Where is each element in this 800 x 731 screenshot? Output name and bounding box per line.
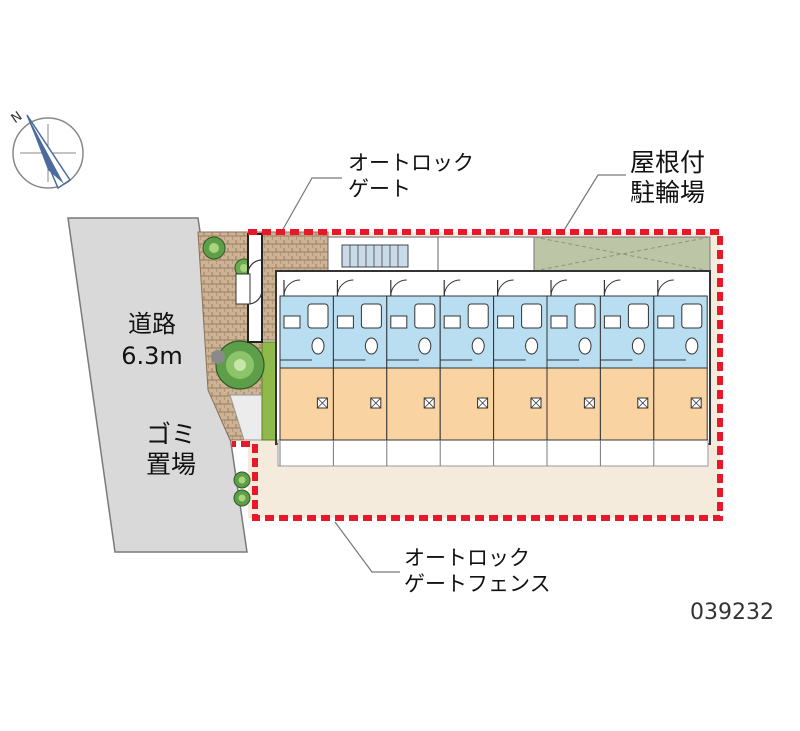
gate-label-line2: ゲート: [348, 177, 411, 201]
bicycle-label-line2: 駐輪場: [630, 178, 706, 207]
bicycle-parking-cross: [533, 236, 711, 272]
bicycle-label-line1: 屋根付: [630, 148, 706, 177]
apartment-unit: [546, 279, 601, 466]
compass-icon: [12, 114, 84, 190]
corridor: [277, 439, 709, 467]
door-icon: [235, 259, 263, 305]
property-id: 039232: [690, 600, 774, 625]
units-group: [279, 279, 708, 466]
apartment-unit: [653, 279, 708, 466]
garbage-label: ゴミ 置場: [146, 420, 196, 480]
mailbox-dividers: [349, 245, 399, 267]
garbage-label-line1: ゴミ: [146, 420, 197, 449]
apartment-unit: [599, 279, 655, 466]
road-label-line2: 6.3m: [121, 342, 183, 370]
road-label-line1: 道路: [128, 310, 176, 338]
compass-north-label: N: [9, 109, 26, 127]
tree-icon: [215, 340, 265, 390]
fence-label-line2: ゲートフェンス: [404, 572, 551, 596]
bicycle-parking: [533, 236, 711, 272]
garbage-label-line2: 置場: [146, 450, 197, 479]
leader-gate: [277, 177, 342, 239]
road-label: 道路 6.3m: [104, 308, 200, 372]
fence-label: オートロック ゲートフェンス: [404, 545, 551, 597]
gate-label-line1: オートロック: [348, 151, 474, 175]
covered-area: [437, 236, 535, 272]
apartment-unit: [386, 279, 441, 466]
mailboxes: [341, 244, 409, 268]
shrub-icon: [211, 350, 225, 364]
apartment-unit: [279, 279, 334, 466]
property-boundary: [232, 229, 723, 521]
gate-label: オートロック ゲート: [348, 150, 474, 202]
tree-icon: [202, 236, 226, 260]
apartment-unit: [332, 279, 388, 466]
leader-bicycle: [557, 174, 626, 241]
bicycle-label: 屋根付 駐輪場: [630, 148, 705, 208]
leader-fence: [334, 521, 400, 573]
apartment-unit: [493, 279, 548, 466]
apartment-unit: [439, 279, 495, 466]
shrub-icon: [233, 471, 251, 507]
fence-label-line1: オートロック: [404, 546, 530, 570]
